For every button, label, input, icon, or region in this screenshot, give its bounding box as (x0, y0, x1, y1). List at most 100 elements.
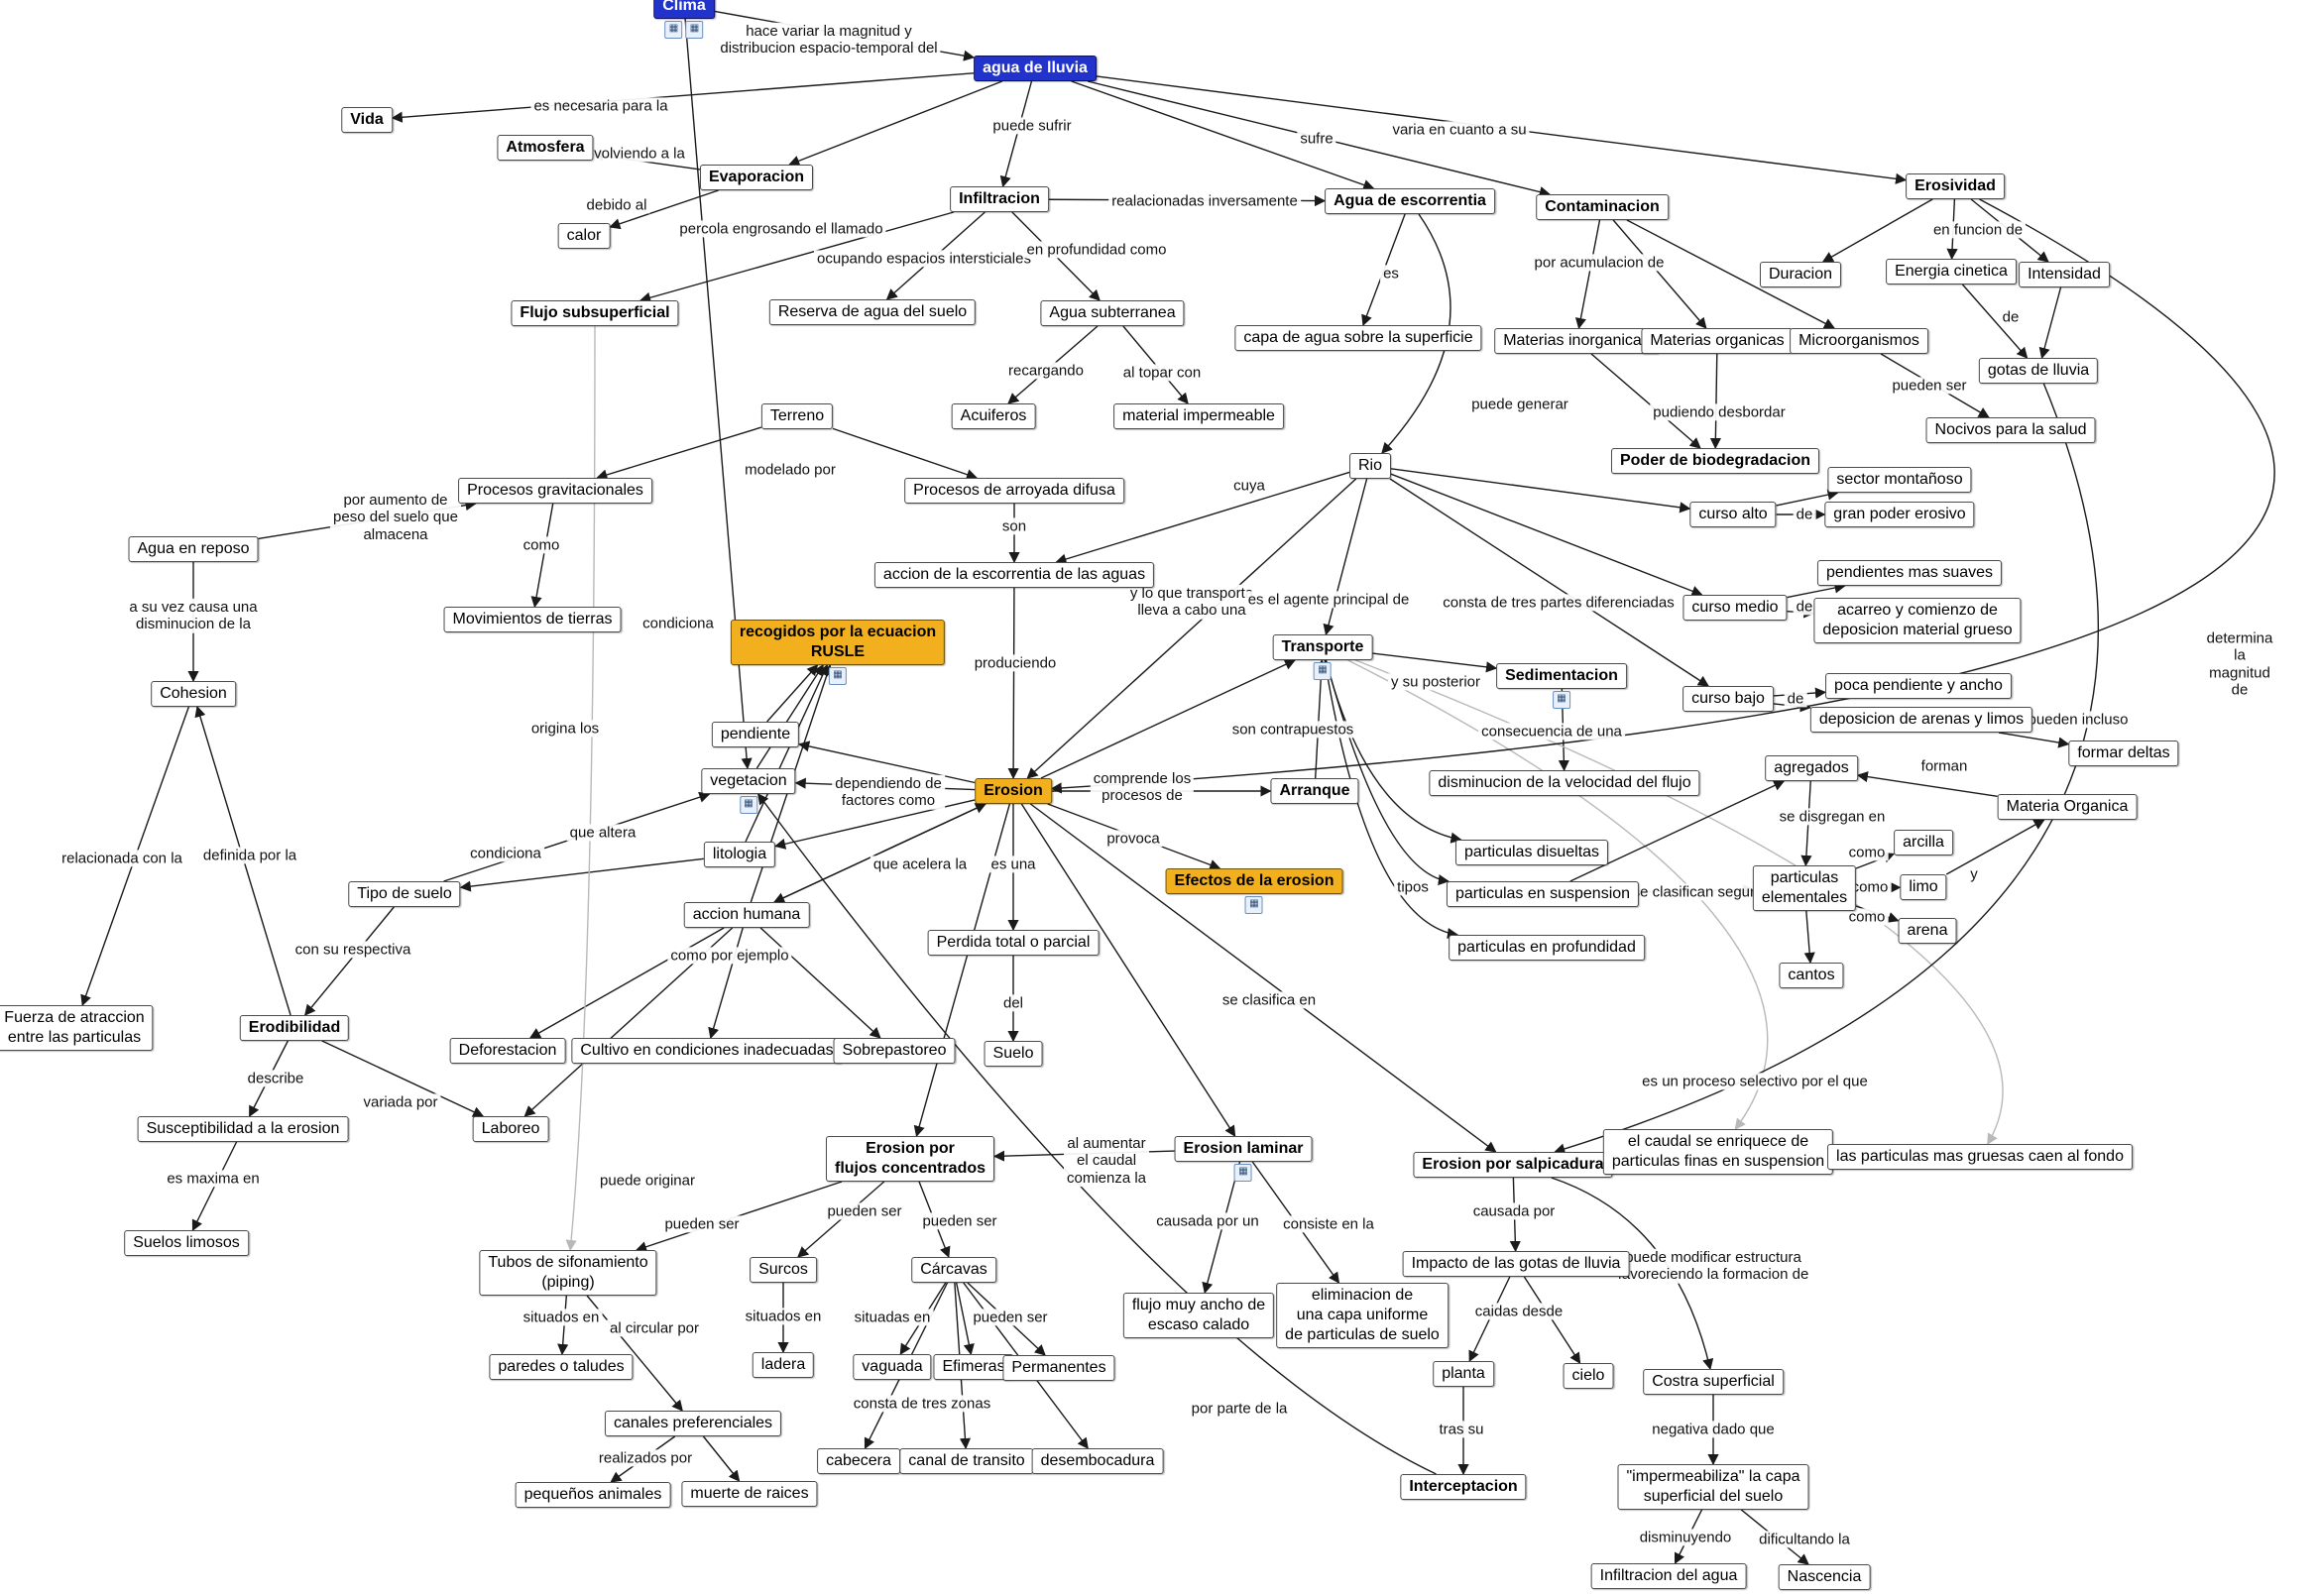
node-poca_pendiente[interactable]: poca pendiente y ancho (1825, 673, 2012, 699)
node-nocivos_salud[interactable]: Nocivos para la salud (1925, 417, 2096, 443)
node-accion_escorrentia[interactable]: accion de la escorrentia de las aguas (873, 562, 1155, 588)
node-rio[interactable]: Rio (1348, 453, 1392, 479)
node-gotas_lluvia[interactable]: gotas de lluvia (1978, 358, 2099, 384)
node-energia_cinetica[interactable]: Energia cinetica (1886, 259, 2017, 285)
node-surcos[interactable]: Surcos (750, 1257, 817, 1283)
node-agua_escorrentia[interactable]: Agua de escorrentia (1325, 188, 1495, 214)
node-pendientes_suaves[interactable]: pendientes mas suaves (1816, 560, 2003, 586)
node-curso_medio[interactable]: curso medio (1682, 595, 1788, 621)
node-flujo_subsuperficial[interactable]: Flujo subsuperficial (511, 300, 679, 326)
node-pequenos_animales[interactable]: pequeños animales (515, 1482, 671, 1508)
node-paredes_taludes[interactable]: paredes o taludes (489, 1354, 634, 1380)
node-flujo_ancho[interactable]: flujo muy ancho de escaso calado (1122, 1293, 1275, 1338)
node-limo[interactable]: limo (1900, 874, 1947, 900)
node-particulas_elementales[interactable]: particulas elementales (1752, 865, 1857, 911)
node-pendiente[interactable]: pendiente (711, 722, 800, 747)
node-material_impermeable[interactable]: material impermeable (1113, 403, 1284, 429)
node-erosion[interactable]: Erosion (975, 778, 1052, 804)
node-particulas_profundidad[interactable]: particulas en profundidad (1449, 935, 1645, 961)
node-cohesion[interactable]: Cohesion (151, 681, 236, 707)
node-agua_reposo[interactable]: Agua en reposo (128, 536, 259, 562)
node-efectos_erosion[interactable]: Efectos de la erosion▦ (1165, 868, 1343, 914)
node-microorganismos[interactable]: Microorganismos (1790, 328, 1928, 354)
node-transporte[interactable]: Transporte▦ (1272, 634, 1373, 680)
node-fuerza_atraccion[interactable]: Fuerza de atraccion entre las particulas (0, 1005, 154, 1051)
node-disminucion_velocidad[interactable]: disminucion de la velocidad del flujo (1429, 770, 1700, 796)
node-rusle[interactable]: recogidos por la ecuacion RUSLE▦ (730, 620, 946, 685)
node-litologia[interactable]: litologia (703, 842, 776, 867)
node-deposicion_arenas[interactable]: deposicion de arenas y limos (1809, 707, 2033, 733)
node-suelos_limosos[interactable]: Suelos limosos (124, 1230, 249, 1256)
node-deforestacion[interactable]: Deforestacion (449, 1038, 566, 1064)
node-clima[interactable]: Clima▦▦ (653, 0, 715, 39)
node-infiltracion_agua[interactable]: Infiltracion del agua (1590, 1563, 1747, 1589)
node-erosion_laminar[interactable]: Erosion laminar▦ (1174, 1136, 1313, 1182)
node-curso_alto[interactable]: curso alto (1689, 502, 1777, 527)
node-erodibilidad[interactable]: Erodibilidad (239, 1015, 350, 1041)
node-cultivo[interactable]: Cultivo en condiciones inadecuadas (571, 1038, 843, 1064)
node-gran_poder_erosivo[interactable]: gran poder erosivo (1824, 502, 1975, 527)
node-calor[interactable]: calor (557, 223, 611, 249)
node-canales_preferenciales[interactable]: canales preferenciales (604, 1411, 782, 1436)
node-tipo_suelo[interactable]: Tipo de suelo (348, 881, 461, 907)
node-muerte_raices[interactable]: muerte de raices (681, 1481, 818, 1507)
resource-icon[interactable]: ▦ (685, 21, 704, 39)
node-particulas_suspension[interactable]: particulas en suspension (1446, 881, 1640, 907)
node-efimeras[interactable]: Efimeras (933, 1354, 1014, 1380)
node-costra[interactable]: Costra superficial (1643, 1369, 1784, 1395)
node-acarreo[interactable]: acarreo y comienzo de deposicion materia… (1813, 598, 2022, 643)
node-desembocadura[interactable]: desembocadura (1031, 1448, 1164, 1474)
node-cabecera[interactable]: cabecera (817, 1448, 900, 1474)
node-particulas_gruesas[interactable]: las particulas mas gruesas caen al fondo (1827, 1144, 2133, 1170)
node-sedimentacion[interactable]: Sedimentacion▦ (1496, 663, 1627, 709)
node-arena[interactable]: arena (1898, 918, 1957, 944)
node-acuiferos[interactable]: Acuiferos (951, 403, 1036, 429)
node-poder_biodegradacion[interactable]: Poder de biodegradacion (1610, 448, 1820, 474)
node-cantos[interactable]: cantos (1779, 963, 1844, 988)
node-erosion_salpicadura[interactable]: Erosion por salpicadura (1413, 1152, 1613, 1178)
node-caudal_enriquece[interactable]: el caudal se enriquece de particulas fin… (1602, 1129, 1834, 1175)
node-suelo[interactable]: Suelo (984, 1041, 1043, 1067)
node-movimientos_tierras[interactable]: Movimientos de tierras (443, 607, 622, 632)
node-impacto_gotas[interactable]: Impacto de las gotas de lluvia (1402, 1251, 1630, 1277)
resource-icon[interactable]: ▦ (739, 796, 757, 814)
node-duracion[interactable]: Duracion (1759, 262, 1842, 287)
node-cielo[interactable]: cielo (1563, 1363, 1614, 1389)
node-sector_montanoso[interactable]: sector montañoso (1827, 467, 1972, 493)
node-accion_humana[interactable]: accion humana (683, 902, 810, 928)
node-laboreo[interactable]: Laboreo (472, 1116, 549, 1142)
node-canal_transito[interactable]: canal de transito (899, 1448, 1034, 1474)
node-nascencia[interactable]: Nascencia (1778, 1564, 1871, 1590)
node-perdida[interactable]: Perdida total o parcial (927, 930, 1100, 956)
node-susceptibilidad[interactable]: Susceptibilidad a la erosion (137, 1116, 349, 1142)
resource-icon[interactable]: ▦ (1314, 662, 1332, 680)
node-vida[interactable]: Vida (341, 107, 393, 133)
node-terreno[interactable]: Terreno (760, 403, 834, 429)
node-vegetacion[interactable]: vegetacion▦ (701, 768, 796, 814)
resource-icon[interactable]: ▦ (1245, 896, 1263, 914)
node-arranque[interactable]: Arranque (1270, 778, 1359, 804)
node-capa_agua[interactable]: capa de agua sobre la superficie (1234, 325, 1482, 351)
node-curso_bajo[interactable]: curso bajo (1682, 686, 1774, 712)
node-permanentes[interactable]: Permanentes (1002, 1355, 1115, 1381)
node-carcavas[interactable]: Cárcavas (911, 1257, 996, 1283)
node-erosividad[interactable]: Erosividad (1906, 173, 2005, 199)
node-materias_inorganicas[interactable]: Materias inorganicas (1494, 328, 1659, 354)
node-contaminacion[interactable]: Contaminacion (1536, 194, 1669, 220)
node-agregados[interactable]: agregados (1765, 755, 1858, 781)
node-evaporacion[interactable]: Evaporacion (699, 165, 814, 190)
node-reserva_agua[interactable]: Reserva de agua del suelo (768, 299, 977, 325)
node-arcilla[interactable]: arcilla (1894, 830, 1953, 855)
node-particulas_disueltas[interactable]: particulas disueltas (1454, 840, 1609, 865)
node-atmosfera[interactable]: Atmosfera (497, 135, 594, 161)
node-formar_deltas[interactable]: formar deltas (2068, 741, 2179, 766)
resource-icon[interactable]: ▦ (1233, 1164, 1252, 1182)
node-impermeabiliza[interactable]: "impermeabiliza" la capa superficial del… (1617, 1464, 1809, 1510)
node-planta[interactable]: planta (1433, 1361, 1494, 1387)
node-procesos_arroyada[interactable]: Procesos de arroyada difusa (904, 478, 1124, 504)
node-materia_organica[interactable]: Materia Organica (1997, 794, 2138, 820)
node-agua_lluvia[interactable]: agua de lluvia (974, 56, 1097, 81)
resource-icon[interactable]: ▦ (1553, 691, 1570, 709)
node-ladera[interactable]: ladera (752, 1352, 815, 1378)
node-tubos[interactable]: Tubos de sifonamiento (piping) (479, 1250, 657, 1296)
